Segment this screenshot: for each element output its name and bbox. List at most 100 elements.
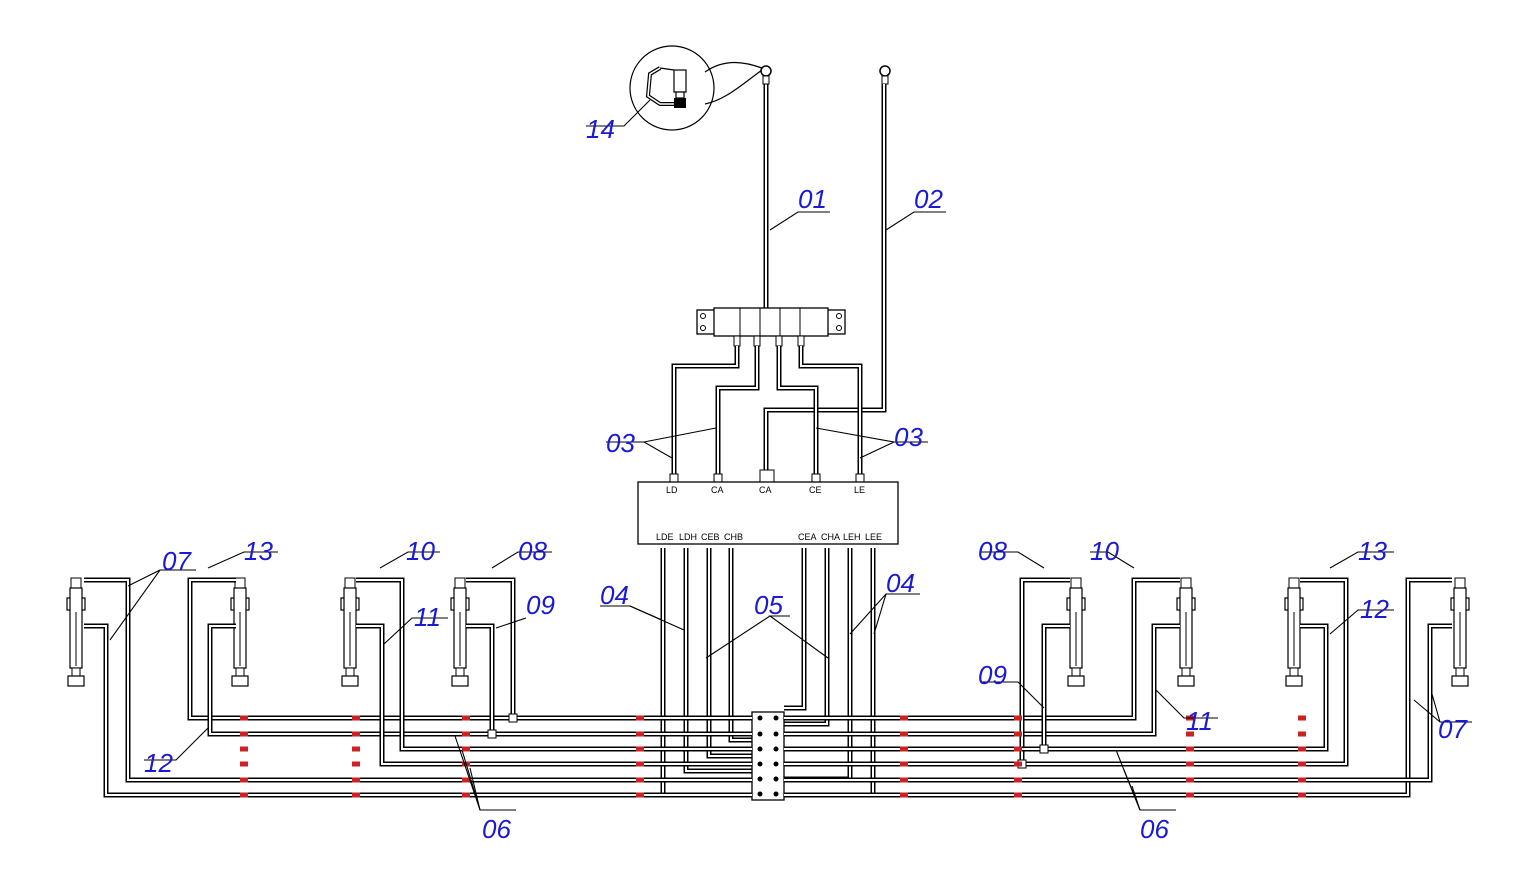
ferrule-mark (462, 731, 470, 737)
callout-08-right: 08 (978, 536, 1007, 566)
callout-03-right: 03 (894, 422, 923, 452)
ferrule-mark (1298, 746, 1306, 752)
callout-03-left: 03 (606, 428, 635, 458)
port-label: CE (809, 485, 822, 495)
port-label: LDE (656, 532, 674, 542)
ferrule-mark (1298, 715, 1306, 721)
hydraulic-cylinder-icon (230, 577, 250, 687)
callout-14: 14 (586, 114, 615, 144)
ferrule-mark (240, 761, 248, 767)
ferrule-mark (1186, 777, 1194, 783)
ferrule-mark (636, 792, 644, 798)
distribution-block: LD CA CA CE LE LDE LDH CEB CHB CEA CHA L… (637, 481, 899, 545)
ferrule-mark (1298, 792, 1306, 798)
ferrule-mark (900, 715, 908, 721)
ferrule-mark (1014, 746, 1022, 752)
ferrule-mark (240, 777, 248, 783)
ferrule-mark (352, 792, 360, 798)
callout-02: 02 (914, 184, 943, 214)
callout-07-left: 07 (162, 546, 192, 576)
ferrule-mark (900, 777, 908, 783)
hydraulic-cylinder-icon (450, 577, 470, 687)
ferrule-mark (1186, 746, 1194, 752)
callout-13-left: 13 (244, 536, 273, 566)
ferrule-mark (352, 715, 360, 721)
ferrule-mark (1014, 761, 1022, 767)
ferrule-mark (1014, 777, 1022, 783)
callout-04-left: 04 (600, 580, 629, 610)
port-label: LE (854, 485, 865, 495)
ferrule-mark (352, 746, 360, 752)
hydraulic-cylinder-icon (1284, 577, 1304, 687)
cylinders (66, 577, 1470, 687)
port-label: LDH (679, 532, 697, 542)
ferrule-mark (900, 792, 908, 798)
ferrule-mark (240, 715, 248, 721)
ferrule-mark (636, 715, 644, 721)
port-label: CHA (821, 532, 840, 542)
port-label: CEA (798, 532, 817, 542)
callout-07-right: 07 (1438, 714, 1468, 744)
port-label: LEE (865, 532, 882, 542)
ferrule-mark (352, 731, 360, 737)
pressure-sensor-detail-icon (629, 45, 763, 131)
valve-manifold-icon (696, 307, 846, 347)
callout-10-left: 10 (406, 536, 435, 566)
ferrule-mark (462, 792, 470, 798)
leader-lines (109, 99, 1472, 811)
callout-08-left: 08 (518, 536, 547, 566)
ferrule-mark (240, 746, 248, 752)
hose-02 (763, 65, 891, 472)
callout-09-left: 09 (526, 590, 555, 620)
port-label: CA (711, 485, 724, 495)
port-label: CHB (724, 532, 743, 542)
ferrule-mark (1186, 761, 1194, 767)
ferrule-mark (636, 761, 644, 767)
ferrule-mark (900, 761, 908, 767)
ferrule-mark (240, 792, 248, 798)
port-label: LEH (843, 532, 861, 542)
hydraulic-cylinder-icon (66, 577, 86, 687)
callout-01: 01 (798, 184, 827, 214)
ferrule-mark (462, 746, 470, 752)
callout-04-right: 04 (886, 568, 915, 598)
ferrule-mark (240, 731, 248, 737)
port-label: LD (666, 485, 678, 495)
port-label: CA (759, 485, 772, 495)
ferrule-mark (1186, 792, 1194, 798)
ferrule-mark (1186, 731, 1194, 737)
callout-06-left: 06 (482, 814, 511, 844)
hose-01 (760, 65, 772, 308)
ferrule-mark (1298, 761, 1306, 767)
ferrule-mark (900, 731, 908, 737)
ferrule-mark (636, 777, 644, 783)
callout-12-left: 12 (144, 748, 173, 778)
ferrule-mark (636, 731, 644, 737)
port-label: CEB (701, 532, 720, 542)
hydraulic-cylinder-icon (1450, 577, 1470, 687)
ferrule-mark (1014, 731, 1022, 737)
callout-12-right: 12 (1360, 594, 1389, 624)
hydraulic-cylinder-icon (340, 577, 360, 687)
ferrule-mark (462, 777, 470, 783)
ferrule-mark (1298, 777, 1306, 783)
ferrule-mark (1014, 715, 1022, 721)
ferrule-mark (352, 761, 360, 767)
ferrule-mark (352, 777, 360, 783)
callout-11-left: 11 (414, 602, 441, 632)
callouts: 01 02 03 03 04 04 05 06 06 07 07 08 08 0… (144, 114, 1468, 844)
callout-06-right: 06 (1140, 814, 1169, 844)
hydraulic-cylinder-icon (1066, 577, 1086, 687)
callout-11-right: 11 (1186, 706, 1213, 736)
callout-09-right: 09 (978, 660, 1007, 690)
ferrule-mark (636, 746, 644, 752)
ferrule-mark (1298, 731, 1306, 737)
ferrule-mark (462, 715, 470, 721)
callout-10-right: 10 (1090, 536, 1119, 566)
callout-13-right: 13 (1358, 536, 1387, 566)
hose-03-set (669, 346, 865, 483)
ferrule-mark (900, 746, 908, 752)
hydraulic-cylinder-icon (1176, 577, 1196, 687)
callout-05: 05 (754, 590, 783, 620)
